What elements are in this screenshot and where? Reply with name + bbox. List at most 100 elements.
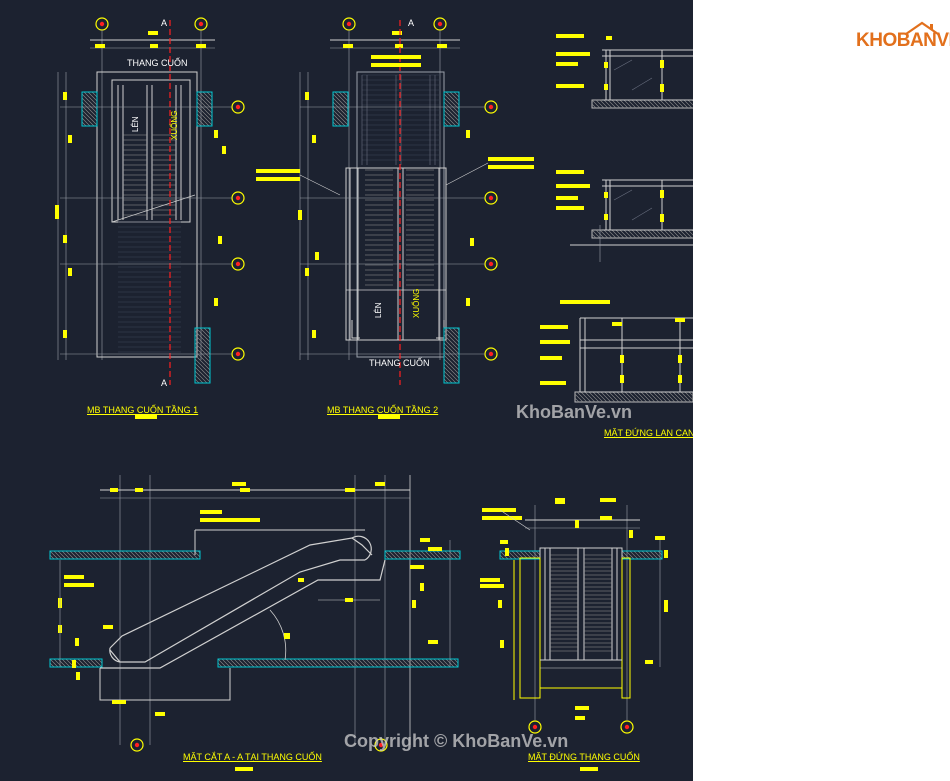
hatch-line <box>217 658 227 668</box>
column-outline <box>194 327 211 384</box>
hatch-line <box>49 554 55 560</box>
hatch-line <box>369 658 379 668</box>
hatch-line <box>338 91 349 102</box>
hatch-line <box>535 550 541 556</box>
dimension-text-block <box>148 31 158 35</box>
hatch-line <box>53 550 63 560</box>
hatch-line <box>117 550 127 560</box>
grid-bubble-dot <box>488 351 494 357</box>
hatch-line <box>412 550 422 560</box>
hatch-line <box>221 658 231 668</box>
hatch-line <box>196 117 206 127</box>
hatch-line <box>625 550 635 560</box>
hatch-line <box>145 550 155 560</box>
hatch-line <box>237 658 247 668</box>
hatch-line <box>443 334 460 351</box>
hatch-line <box>196 109 213 126</box>
hatch-line <box>449 658 459 668</box>
hatch-line <box>443 366 460 383</box>
hatch-line <box>400 550 410 560</box>
column-outline <box>443 327 460 384</box>
dimension-text-block <box>660 84 664 92</box>
dimension-text-block <box>470 238 474 246</box>
hatch-line <box>607 229 617 239</box>
hatch-line <box>643 99 653 109</box>
hatch-line <box>599 99 609 109</box>
hatch-line <box>421 658 431 668</box>
dimension-text-block <box>575 716 585 720</box>
logo-text: KHOBANVE <box>856 30 950 51</box>
cad-line <box>613 59 633 71</box>
hatch-line <box>631 99 641 109</box>
hatch-line <box>177 550 187 560</box>
hatch-line <box>73 550 83 560</box>
hatch-line <box>629 550 639 560</box>
hatch-line <box>203 327 211 335</box>
hatch-line <box>121 550 131 560</box>
hatch-line <box>443 378 449 384</box>
hatch-line <box>194 358 211 375</box>
hatch-line <box>671 229 681 239</box>
hatch-line <box>194 334 211 351</box>
dimension-text-block <box>556 52 590 56</box>
pit-outline-yellow <box>520 687 630 699</box>
dimension-text-block <box>575 520 579 528</box>
hatch-line <box>443 374 453 384</box>
dimension-text-block <box>556 184 590 188</box>
hatch-line <box>612 391 624 403</box>
hatch-line <box>317 658 327 668</box>
dimension-text-block <box>135 488 143 492</box>
hatch-line <box>580 391 592 403</box>
grid-bubble-dot <box>437 21 443 27</box>
hatch-line <box>637 550 647 560</box>
hatch-line <box>591 99 601 109</box>
leader-line <box>445 162 489 186</box>
hatch-line <box>388 550 398 560</box>
hatch-line <box>81 101 98 118</box>
escalator-truss-bottom <box>100 559 386 669</box>
hatch-line <box>627 99 637 109</box>
hatch-line <box>301 658 311 668</box>
hatch-line <box>428 550 438 560</box>
title-section-aa: MẶT CẮT A - A TẠI THANG CUỐN <box>183 752 322 762</box>
dimension-text-block <box>488 157 534 161</box>
hatch-line <box>591 233 597 239</box>
hatch-line <box>443 105 460 122</box>
hatch-line <box>449 91 460 102</box>
hatch-line <box>185 550 195 560</box>
truss-curve <box>351 535 372 561</box>
hatch-line <box>194 330 211 347</box>
dimension-text-block <box>604 62 608 68</box>
grid-bubble-dot <box>99 21 105 27</box>
hatch-line <box>165 550 175 560</box>
hatch-line <box>443 97 460 114</box>
dimension-text-block <box>196 44 206 48</box>
dimension-text-block <box>343 44 353 48</box>
hatch-line <box>648 391 660 403</box>
hatch-line <box>161 550 171 560</box>
hatch-line <box>353 658 363 668</box>
dimension-text-block <box>95 44 105 48</box>
hatch-line <box>297 658 307 668</box>
hatch-line <box>389 658 399 668</box>
dimension-text-block <box>371 55 421 59</box>
dimension-text-block <box>412 600 416 608</box>
hatch-line <box>443 121 449 127</box>
hatch-line <box>684 391 693 401</box>
dimension-text-block <box>76 672 80 680</box>
hatch-line <box>413 658 423 668</box>
dimension-text-block <box>604 192 608 198</box>
hatch-line <box>608 391 620 403</box>
dimension-text-block <box>556 84 584 88</box>
hatch-line <box>636 391 648 403</box>
hatch-line <box>401 658 411 668</box>
dimension-text-block <box>606 36 612 40</box>
hatch-line <box>81 550 91 560</box>
hatch-line <box>645 550 655 560</box>
hatch-line <box>688 391 693 397</box>
dimension-text-block <box>312 135 316 143</box>
dimension-text-block <box>64 575 84 579</box>
hatch-line <box>599 229 609 239</box>
hatch-line <box>443 342 460 359</box>
dimension-text-block <box>540 356 562 360</box>
